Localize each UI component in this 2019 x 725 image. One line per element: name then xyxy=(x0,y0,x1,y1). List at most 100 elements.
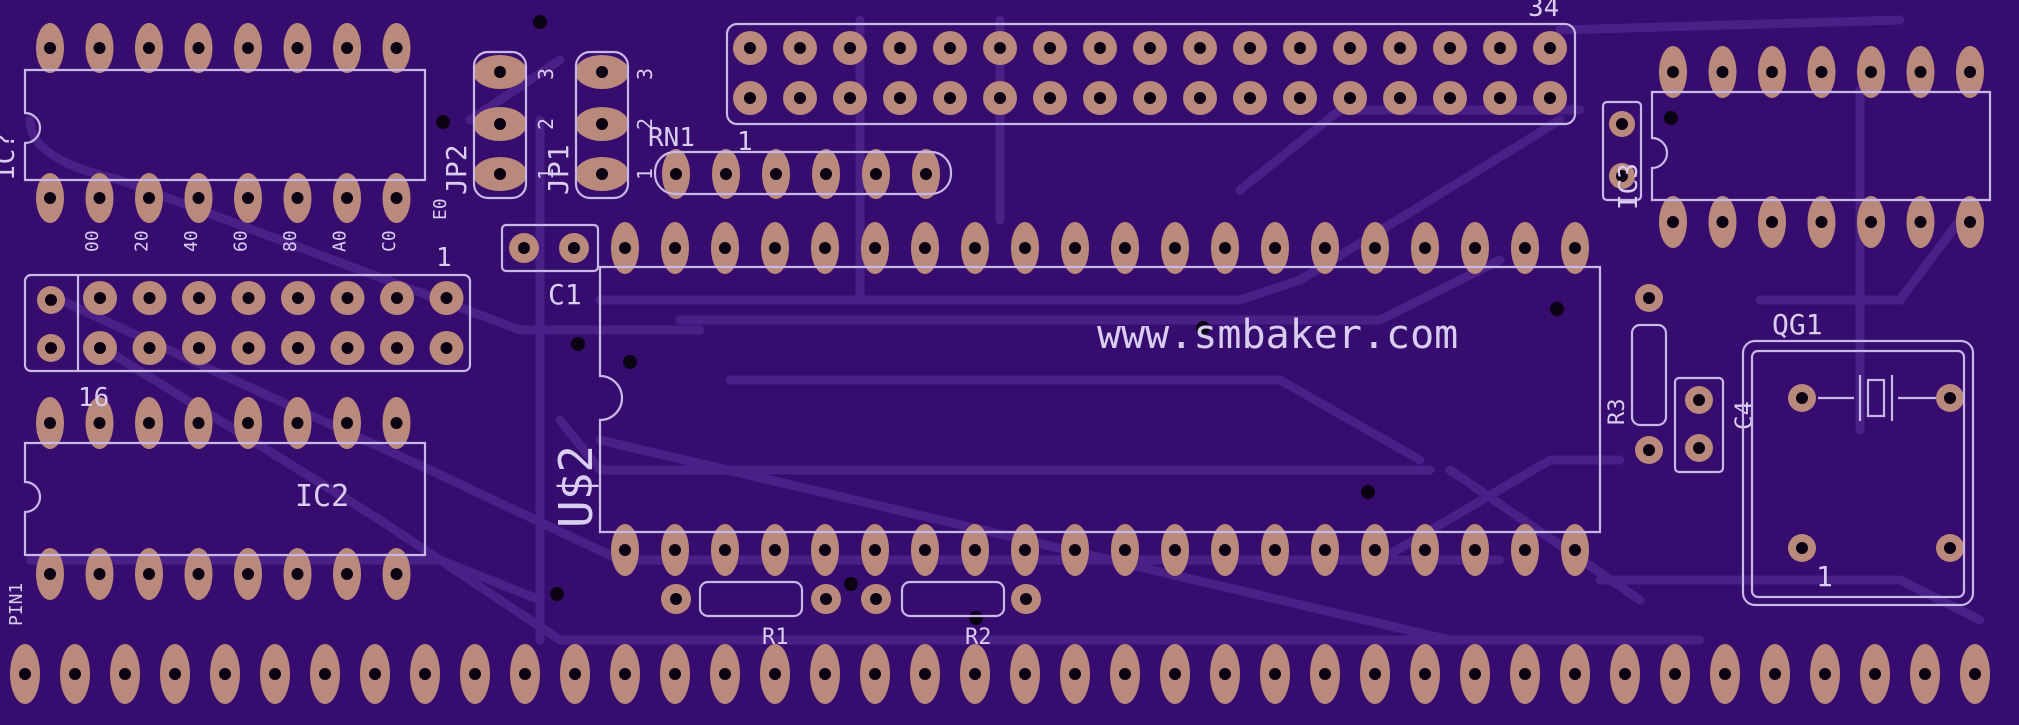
edge-connector-pin xyxy=(1410,644,1440,704)
dip-header-pin xyxy=(330,331,365,365)
u2-pin xyxy=(611,222,639,274)
edge-connector-pin xyxy=(1560,644,1590,704)
header-34-pin xyxy=(1533,31,1567,65)
edge-connector-pin xyxy=(660,644,690,704)
ic-top-left-pin xyxy=(382,23,411,73)
ic-top-left-pin xyxy=(234,173,262,223)
ic2-pin xyxy=(382,548,411,600)
header-34-pin xyxy=(983,81,1017,115)
u2-pin xyxy=(1561,222,1589,274)
resistor-pin xyxy=(811,584,841,614)
u2-pin xyxy=(1561,524,1589,576)
u2-pin xyxy=(761,222,789,274)
edge-connector-pin xyxy=(810,644,840,704)
u2-pin xyxy=(711,222,739,274)
header-34-pin xyxy=(1533,81,1567,115)
edge-connector-pin xyxy=(1260,644,1290,704)
dip-header-pin xyxy=(380,281,414,315)
qg1-pin xyxy=(1936,384,1964,412)
ic-right-cap-pin xyxy=(1609,111,1635,137)
ic2-pin xyxy=(283,548,312,600)
address-label: 20 xyxy=(132,230,153,252)
ic2-pin xyxy=(36,397,64,449)
ic-right-label: IC3 xyxy=(1614,163,1644,210)
edge-connector-pin xyxy=(310,644,340,704)
u2-pin xyxy=(1111,524,1139,576)
edge-connector-pin xyxy=(710,644,740,704)
dip-header-pin xyxy=(37,286,65,314)
watermark-text: www.smbaker.com xyxy=(1097,312,1458,358)
u2-pin xyxy=(1511,524,1539,576)
jumper-pin xyxy=(473,157,527,191)
rn1-pin xyxy=(662,149,690,199)
jp1-outline xyxy=(574,50,630,200)
rn1-pin xyxy=(912,149,940,199)
ic-right-pin xyxy=(1807,46,1836,98)
ic-right-cap-pin xyxy=(1609,163,1635,189)
edge-connector-pin xyxy=(1660,644,1690,704)
r1-label: R1 xyxy=(762,625,789,650)
edge-connector-pin xyxy=(410,644,440,704)
u2-pin xyxy=(1061,524,1089,576)
ic-top-left-pin xyxy=(283,173,312,223)
qg1-outline-outer xyxy=(1741,339,1975,607)
edge-connector-pin xyxy=(1510,644,1540,704)
dip-header-pin xyxy=(231,281,266,315)
header-34-pin xyxy=(1183,31,1217,65)
r3-label: R3 xyxy=(1605,399,1630,426)
r2-body xyxy=(900,580,1006,618)
jumper-pin xyxy=(575,107,629,141)
jp2-label: JP2 xyxy=(440,144,473,195)
dip-header-pin xyxy=(429,281,464,315)
edge-connector-pin xyxy=(460,644,490,704)
c1-pin xyxy=(559,233,589,263)
ic-right-pin xyxy=(1906,196,1935,248)
ic2-pin xyxy=(234,397,262,449)
u2-pin xyxy=(761,524,789,576)
u2-pin xyxy=(911,222,939,274)
header-34-pin xyxy=(733,81,767,115)
ic-top-left-pin xyxy=(184,23,213,73)
edge-connector-pin xyxy=(1010,644,1040,704)
rn1-pin xyxy=(762,149,790,199)
u2-pin xyxy=(811,524,839,576)
jp1-pin3-label: 3 xyxy=(633,68,657,80)
edge-connector-pin xyxy=(360,644,390,704)
header-34-pin xyxy=(833,31,867,65)
ic2-pin xyxy=(184,548,213,600)
header-34-pin xyxy=(933,81,967,115)
edge-connector-pin xyxy=(1160,644,1190,704)
edge-connector-pin xyxy=(1060,644,1090,704)
address-label: 80 xyxy=(280,230,301,252)
jumper-pin xyxy=(473,55,527,89)
jumper-pin xyxy=(473,107,527,141)
dip-header-outline xyxy=(23,273,472,373)
dip-header-pin xyxy=(231,331,266,365)
r3-pin xyxy=(1635,284,1663,312)
dip-header-pin xyxy=(330,281,365,315)
u2-pin xyxy=(1311,222,1339,274)
qg1-outline-inner xyxy=(1750,349,1966,599)
ic-top-left-pin xyxy=(184,173,213,223)
ic-top-left-pin xyxy=(85,23,114,73)
ic-top-left-outline xyxy=(23,68,427,182)
address-label: 40 xyxy=(181,230,202,252)
ic-top-left-pin xyxy=(85,173,114,223)
ic2-pin xyxy=(36,548,64,600)
edge-connector-pin xyxy=(1860,644,1890,704)
header-34-pin xyxy=(833,81,867,115)
ic-right-pin xyxy=(1659,196,1687,248)
ic-right-pin xyxy=(1857,46,1885,98)
ic2-outline xyxy=(23,441,427,557)
header-34-pin xyxy=(1483,31,1517,65)
ic-right-cap-outline xyxy=(1601,100,1643,202)
rn1-pin xyxy=(862,149,890,199)
edge-connector-pin xyxy=(260,644,290,704)
dip-header-pin xyxy=(37,334,65,362)
u2-pin xyxy=(1111,222,1139,274)
header-34-pin xyxy=(1033,31,1067,65)
edge-connector-pin xyxy=(60,644,90,704)
c4-outline xyxy=(1673,376,1725,474)
